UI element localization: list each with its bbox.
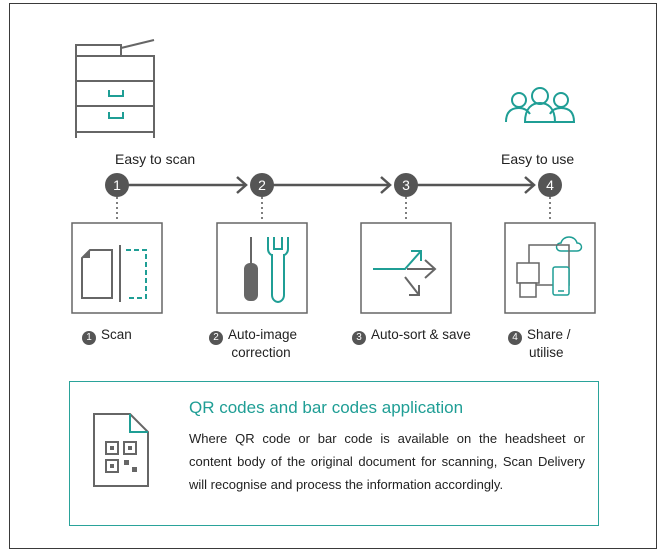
step-2-text-line2: correction [231,345,291,360]
easy-to-scan-label: Easy to scan [115,151,196,167]
step-4-text-line1: Share / [527,327,571,342]
step-3-badge: 3 [352,331,366,345]
step-2-circle [250,173,274,197]
step-1-box [71,222,163,314]
sort-arrows-icon [373,250,437,296]
step-4-circle [538,173,562,197]
step-3-label: 3 Auto-sort & save [352,327,471,345]
qr-panel-body: Where QR code or bar code is available o… [189,431,585,492]
step-4-text-line2: utilise [529,345,564,360]
easy-to-use-label: Easy to use [501,151,575,167]
share-devices-icon [516,236,583,298]
step-4-number: 4 [546,177,554,193]
step-3-number: 3 [402,177,410,193]
step-1-text: Scan [101,327,132,342]
diagram-frame [9,3,657,549]
step-3-circle [394,173,418,197]
step-4-box [504,222,596,314]
step-1-number: 1 [113,177,121,193]
step-3-text: Auto-sort & save [371,327,471,342]
step-4-badge: 4 [508,331,522,345]
screwdriver-wrench-icon [244,237,289,304]
printer-icon [75,39,155,138]
step-1-badge: 1 [82,331,96,345]
step-1-circle [105,173,129,197]
qr-panel-title: QR codes and bar codes application [189,398,464,417]
step-3-box [360,222,452,314]
step-2-box [216,222,308,314]
scan-document-icon [81,245,147,302]
step-2-label: 2 Auto-image correction [209,327,297,361]
qr-document-icon [93,413,149,487]
step-2-number: 2 [258,177,266,193]
step-2-text-line1: Auto-image [228,327,298,342]
qr-panel [69,381,599,526]
step-1-label: 1 Scan [82,327,132,345]
users-icon [505,87,576,123]
step-4-label: 4 Share / utilise [508,327,571,361]
step-2-badge: 2 [209,331,223,345]
